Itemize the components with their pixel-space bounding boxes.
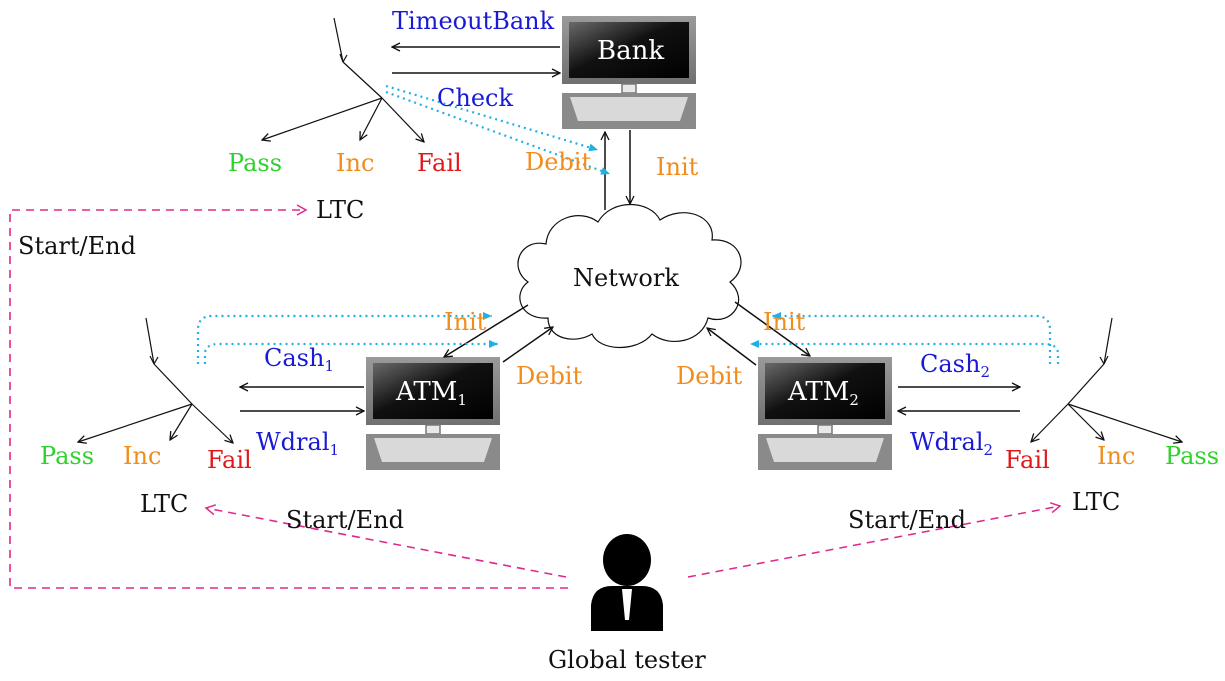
atm1-network-arrows	[444, 304, 553, 363]
start-end-label-atm2: Start/End	[848, 506, 966, 534]
atm1-inc-verdict: Inc	[123, 442, 162, 470]
start-end-label-atm1: Start/End	[286, 506, 404, 534]
atm1-init-label: Init	[444, 308, 487, 336]
bank-ltc-label: LTC	[316, 196, 365, 224]
atm1-fail-verdict: Fail	[207, 446, 252, 474]
atm1-ltc-label: LTC	[140, 490, 189, 518]
bank-network-arrows	[605, 130, 630, 210]
bank-inc-verdict: Inc	[336, 149, 375, 177]
atm2-debit-label: Debit	[676, 362, 743, 390]
atm1-label: ATM1	[396, 377, 467, 409]
global-tester-label: Global tester	[548, 646, 706, 674]
atm2-ltc-label: LTC	[1072, 488, 1121, 516]
atm2-inc-verdict: Inc	[1097, 442, 1136, 470]
wdral1-label: Wdral1	[256, 428, 340, 459]
bank-debit-label: Debit	[525, 148, 592, 176]
timeout-bank-label: TimeoutBank	[392, 7, 555, 35]
atm1-pass-verdict: Pass	[40, 442, 95, 470]
atm2-label: ATM2	[788, 377, 859, 409]
atm1-computer-icon	[366, 357, 500, 470]
atm2-network-arrows	[707, 301, 810, 366]
atm2-pass-verdict: Pass	[1165, 442, 1220, 470]
bank-pass-verdict: Pass	[228, 149, 283, 177]
cash1-label: Cash1	[264, 344, 334, 375]
atm2-fail-verdict: Fail	[1005, 446, 1050, 474]
bank-ltc-tree	[262, 17, 424, 142]
check-label: Check	[437, 84, 514, 112]
wdral2-label: Wdral2	[910, 428, 994, 459]
network-cloud-icon	[517, 203, 742, 348]
person-icon	[591, 534, 663, 631]
cash2-label: Cash2	[920, 350, 990, 381]
bank-init-label: Init	[656, 153, 699, 181]
bank-fail-verdict: Fail	[417, 149, 462, 177]
atm2-ltc-tree	[1031, 317, 1182, 442]
bank-message-arrows	[392, 47, 560, 73]
bank-computer-icon	[562, 16, 696, 129]
network-label: Network	[573, 264, 679, 292]
atm2-init-label: Init	[763, 308, 806, 336]
atm2-message-arrows	[898, 387, 1020, 411]
start-end-label-bank: Start/End	[18, 232, 136, 260]
bank-label: Bank	[597, 36, 665, 66]
atm1-ltc-tree	[78, 317, 233, 443]
dotted-observation-arrows	[196, 84, 1060, 364]
atm2-computer-icon	[758, 357, 892, 470]
dashed-start-end-arrows	[9, 204, 1062, 589]
atm1-message-arrows	[240, 387, 364, 411]
atm1-debit-label: Debit	[516, 362, 583, 390]
